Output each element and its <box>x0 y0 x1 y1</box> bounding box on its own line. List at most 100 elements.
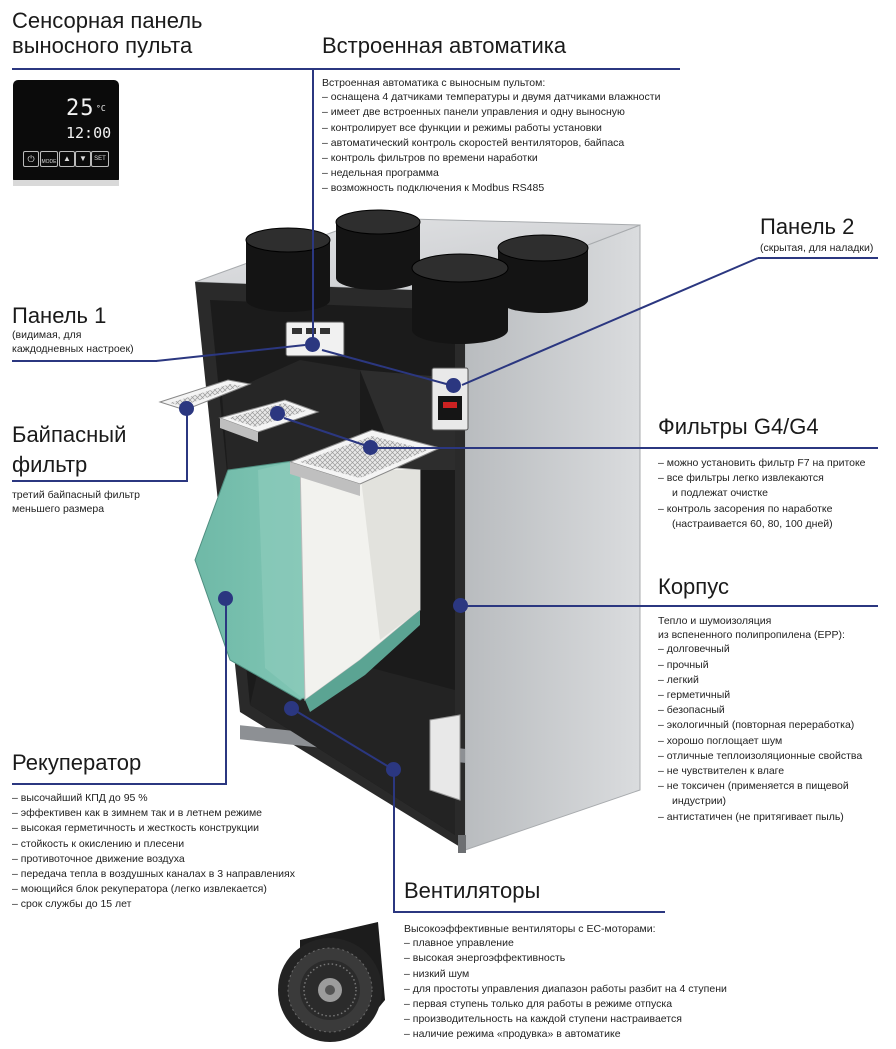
callout-dot-filter-1 <box>270 406 285 421</box>
remote-mode-button[interactable]: MODE <box>40 151 58 167</box>
case-item: герметичный <box>658 688 862 703</box>
panel1-subtitle-line1: (видимая, для <box>12 329 82 341</box>
remote-power-button[interactable]: ⏻ <box>23 151 39 167</box>
fans-item: высокая энергоэффективность <box>404 951 727 966</box>
heat-exchanger-block <box>194 459 421 712</box>
case-item: легкий <box>658 673 862 688</box>
bypass-title: Байпасный фильтр <box>12 420 126 480</box>
filters-item: все фильтры легко извлекаются <box>658 471 866 486</box>
callout-dot-panel2 <box>446 378 461 393</box>
callout-dot-panel1 <box>305 337 320 352</box>
remote-screen-temp: 25 <box>66 96 95 121</box>
fans-intro: Высокоэффективные вентиляторы с ЕС-мотор… <box>404 923 656 935</box>
leader-line-recuperator-h <box>12 783 227 785</box>
callout-dot-fan-1 <box>284 701 299 716</box>
panel1-subtitle: (видимая, для каждодневных настроек) <box>12 328 134 356</box>
remote-panel-title-line2: выносного пульта <box>12 33 193 59</box>
case-item: не чувствителен к влаге <box>658 764 862 779</box>
panel2-subtitle: (скрытая, для наладки) <box>760 242 874 254</box>
leader-line-bypass-h <box>12 480 188 482</box>
fans-list: плавное управление высокая энергоэффекти… <box>404 936 727 1042</box>
bypass-title-line2: фильтр <box>12 452 88 477</box>
fans-item: для простоты управления диапазон работы … <box>404 982 727 997</box>
case-item: экологичный (повторная переработка) <box>658 718 862 733</box>
leader-line-automation <box>12 68 680 70</box>
fans-item: наличие режима «продувка» в автоматике <box>404 1027 727 1042</box>
filters-section: можно установить фильтр F7 на притоке вс… <box>658 456 866 532</box>
fans-item: плавное управление <box>404 936 727 951</box>
duct-spigot <box>411 253 509 344</box>
recuperator-item: противоточное движение воздуха <box>12 852 295 867</box>
automation-item: недельная программа <box>322 166 660 181</box>
case-list: долговечный прочный легкий герметичный б… <box>658 642 862 824</box>
leader-line-automation-down <box>312 69 314 345</box>
fans-section: Высокоэффективные вентиляторы с ЕС-мотор… <box>404 922 727 1043</box>
callout-dot-filter-2 <box>363 440 378 455</box>
case-item: отличные теплоизоляционные свойства <box>658 749 862 764</box>
case-item: безопасный <box>658 703 862 718</box>
case-intro-line2: из вспененного полипропилена (EPP): <box>658 629 845 642</box>
bypass-desc-line1: третий байпасный фильтр <box>12 489 140 501</box>
remote-screen-temp-unit: °C <box>96 104 106 113</box>
fans-item: первая ступень только для работы в режим… <box>404 997 727 1012</box>
panel2-title: Панель 2 <box>760 214 855 239</box>
fans-item: производительность на каждой ступени нас… <box>404 1012 727 1027</box>
filters-item-continuation: (настраивается 60, 80, 100 дней) <box>672 517 833 530</box>
fans-title: Вентиляторы <box>404 878 541 903</box>
recuperator-item: высочайший КПД до 95 % <box>12 791 295 806</box>
case-section: Тепло и шумоизоляция из вспененного поли… <box>658 614 862 825</box>
duct-spigot <box>335 209 421 290</box>
recuperator-list: высочайший КПД до 95 % эффективен как в … <box>12 791 295 913</box>
duct-spigot <box>245 227 331 312</box>
recuperator-item: передача тепла в воздушных каналах в 3 н… <box>12 867 295 882</box>
duct-spigot <box>497 234 589 313</box>
remote-panel-title: Сенсорная панель выносного пульта <box>12 8 203 59</box>
bypass-desc: третий байпасный фильтр меньшего размера <box>12 488 140 516</box>
automation-item: контролирует все функции и режимы работы… <box>322 121 660 136</box>
recuperator-item: срок службы до 15 лет <box>12 897 295 912</box>
callout-dot-bypass <box>179 401 194 416</box>
remote-up-button[interactable]: ▲ <box>59 151 75 167</box>
bypass-title-line1: Байпасный <box>12 422 127 447</box>
case-item-continuation: индустрии) <box>672 795 727 808</box>
automation-item: автоматический контроль скоростей вентил… <box>322 136 660 151</box>
bypass-desc-line2: меньшего размера <box>12 503 105 516</box>
remote-screen-time: 12:00 <box>66 124 112 142</box>
case-item: не токсичен (применяется в пищевой <box>658 779 862 794</box>
automation-item: имеет две встроенных панели управления и… <box>322 105 660 120</box>
filters-list: можно установить фильтр F7 на притоке вс… <box>658 456 866 532</box>
case-intro-line1: Тепло и шумоизоляция <box>658 615 772 627</box>
automation-title: Встроенная автоматика <box>322 33 567 58</box>
leader-line-filters <box>372 447 878 449</box>
leader-line-panel1 <box>12 360 157 362</box>
filter-g4 <box>218 399 320 442</box>
leader-line-fans-v <box>393 770 395 912</box>
leader-line-recuperator-v <box>225 598 227 784</box>
recuperator-item: моющийся блок рекуператора (легко извлек… <box>12 882 295 897</box>
remote-touch-panel <box>13 80 119 186</box>
recuperator-item: стойкость к окислению и плесени <box>12 837 295 852</box>
automation-item: контроль фильтров по времени наработки <box>322 151 660 166</box>
leader-line-fans-h <box>393 911 665 913</box>
filters-title: Фильтры G4/G4 <box>658 414 819 439</box>
automation-item: возможность подключения к Modbus RS485 <box>322 181 660 196</box>
case-item: долговечный <box>658 642 862 657</box>
case-item: хорошо поглощает шум <box>658 734 862 749</box>
recuperator-item: высокая герметичность и жесткость констр… <box>12 821 295 836</box>
case-title: Корпус <box>658 574 729 599</box>
remote-panel-title-line1: Сенсорная панель <box>12 8 203 33</box>
automation-item: оснащена 4 датчиками температуры и двумя… <box>322 90 661 105</box>
ec-fan-illustration <box>278 922 385 1042</box>
recuperator-item: эффективен как в зимнем так и в летнем р… <box>12 806 295 821</box>
leader-line-bypass-v <box>186 409 188 481</box>
remote-down-button[interactable]: ▼ <box>75 151 91 167</box>
filters-item: можно установить фильтр F7 на притоке <box>658 456 866 471</box>
leader-line-case <box>460 605 878 607</box>
remote-set-button[interactable]: SET <box>91 151 109 167</box>
panel1-subtitle-line2: каждодневных настроек) <box>12 343 134 356</box>
automation-section: Встроенная автоматика с выносным пультом… <box>322 76 660 197</box>
filters-item-continuation: и подлежат очистке <box>672 487 768 500</box>
panel1-title: Панель 1 <box>12 303 107 328</box>
case-item: антистатичен (не притягивает пыль) <box>658 810 862 825</box>
